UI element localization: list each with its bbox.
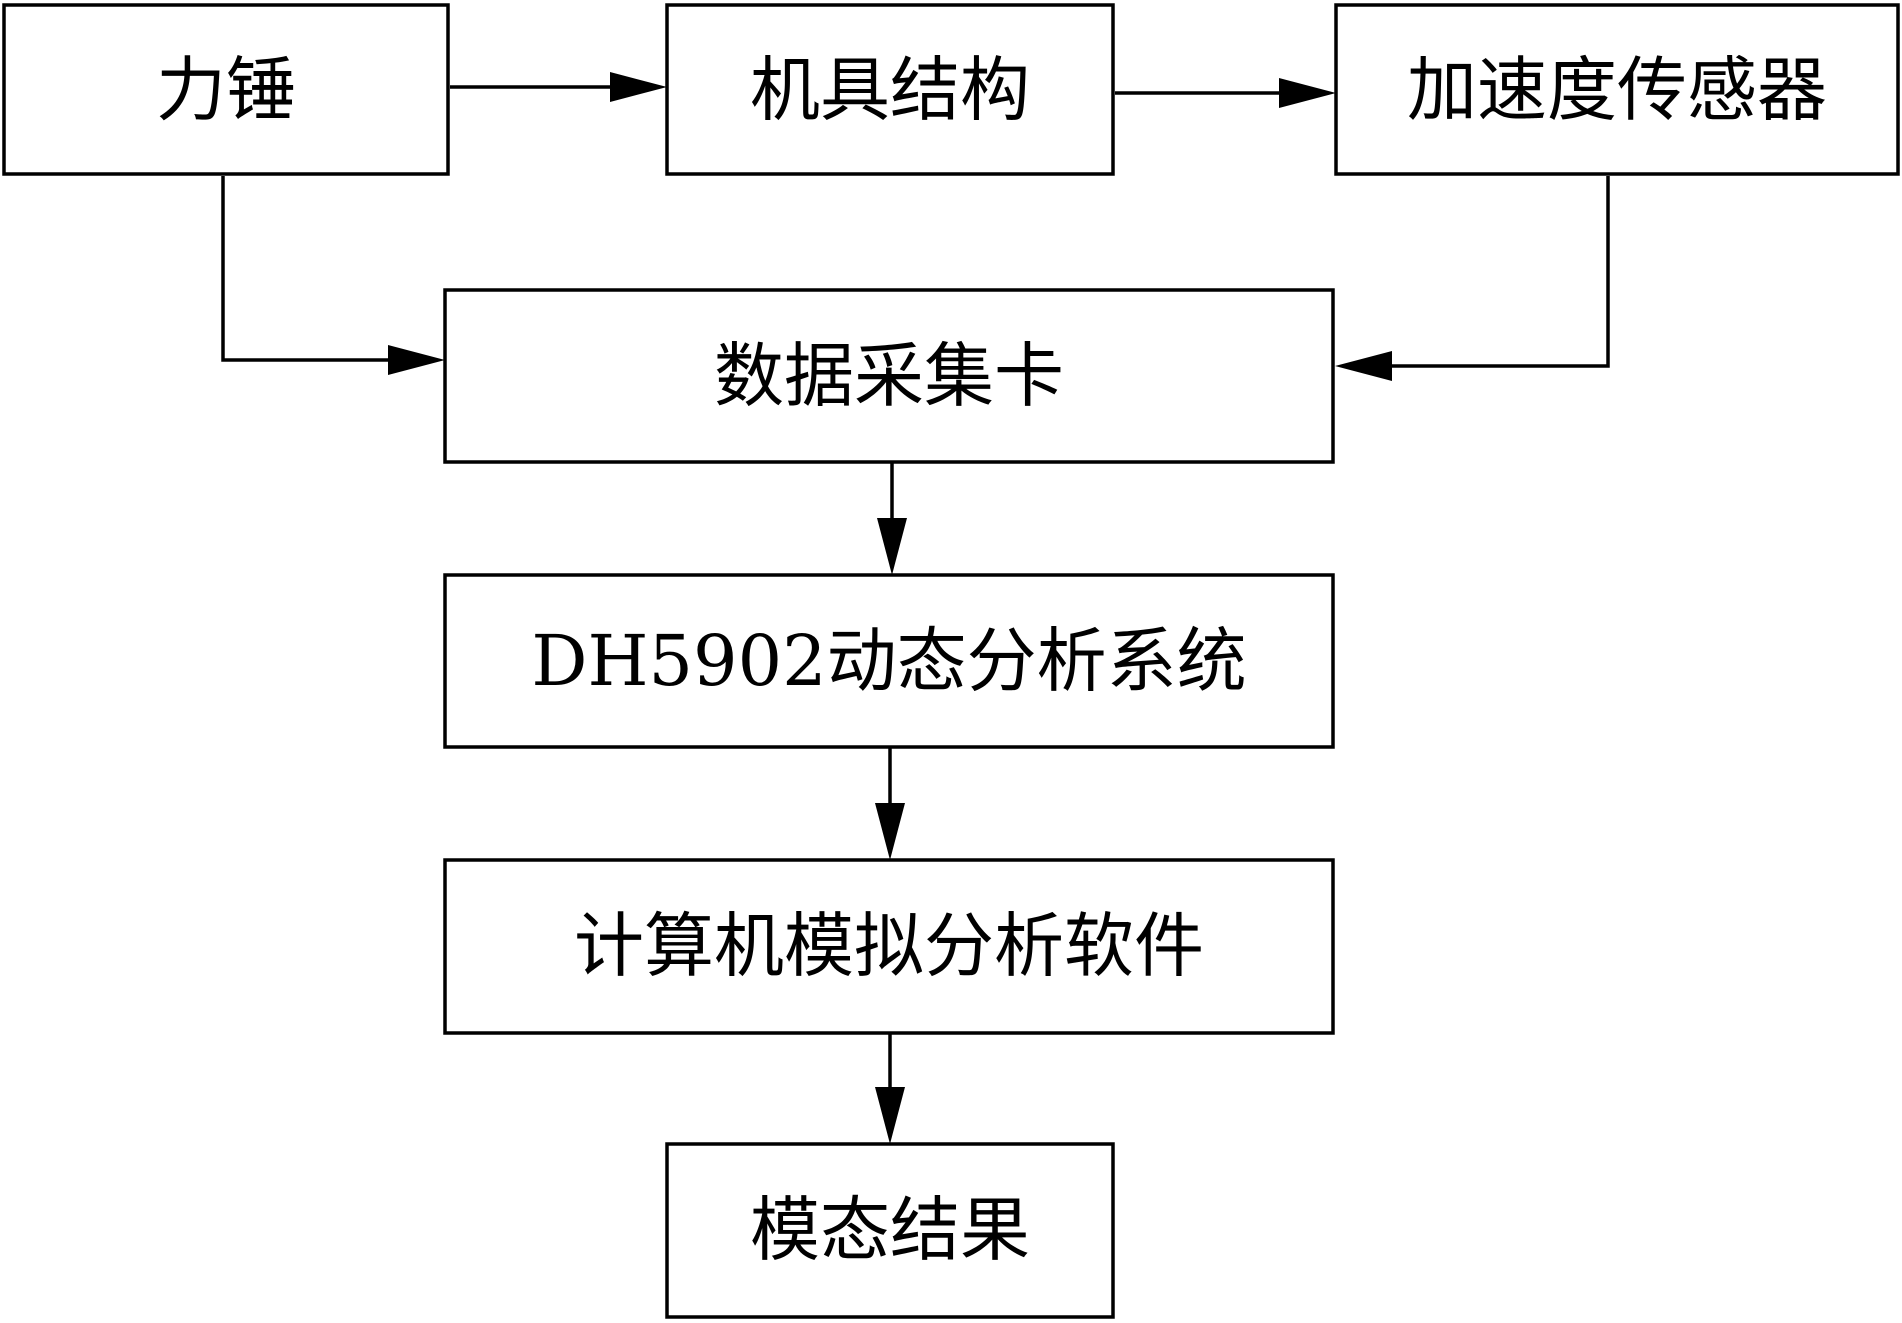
arrow-accelerometer-to-daq bbox=[1380, 176, 1610, 368]
node-label: 力锤 bbox=[156, 49, 296, 131]
node-label: 数据采集卡 bbox=[714, 335, 1064, 417]
arrowhead bbox=[875, 803, 905, 860]
arrowhead bbox=[610, 72, 667, 102]
node-label: DH5902动态分析系统 bbox=[531, 620, 1246, 702]
connectors bbox=[221, 72, 1610, 1144]
node-daq-card: 数据采集卡 bbox=[443, 288, 1335, 464]
node-result: 模态结果 bbox=[665, 1142, 1115, 1319]
node-label: 机具结构 bbox=[750, 49, 1030, 131]
arrowhead bbox=[1279, 78, 1336, 108]
arrowhead bbox=[388, 345, 445, 375]
node-label: 模态结果 bbox=[750, 1189, 1030, 1271]
arrowhead bbox=[1335, 351, 1392, 381]
node-label: 计算机模拟分析软件 bbox=[574, 905, 1204, 987]
node-fixture: 机具结构 bbox=[665, 3, 1115, 176]
node-software: 计算机模拟分析软件 bbox=[443, 858, 1335, 1035]
node-hammer: 力锤 bbox=[2, 3, 450, 176]
node-label: 加速度传感器 bbox=[1407, 49, 1827, 131]
arrowhead bbox=[877, 518, 907, 575]
arrowhead bbox=[875, 1087, 905, 1144]
arrow-hammer-to-daq bbox=[221, 176, 400, 362]
node-analysis-system: DH5902动态分析系统 bbox=[443, 573, 1335, 749]
node-accelerometer: 加速度传感器 bbox=[1334, 3, 1900, 176]
